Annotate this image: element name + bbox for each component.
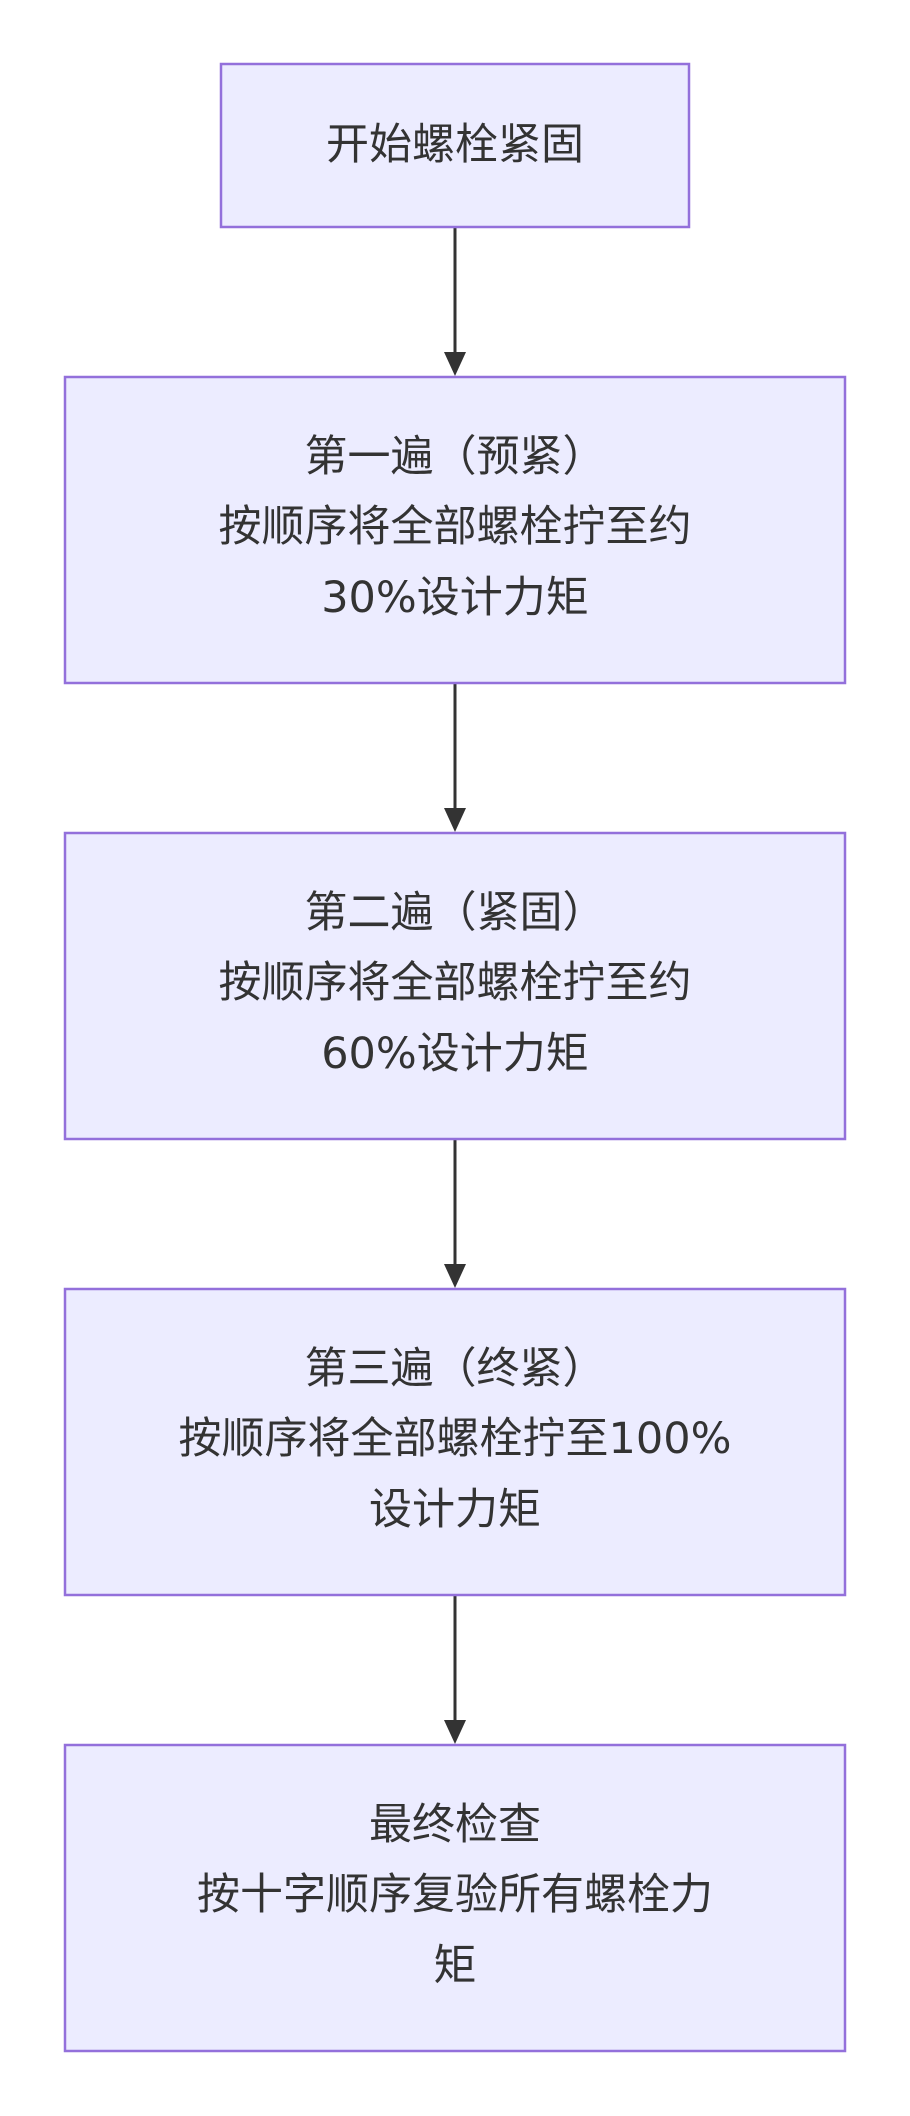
node-pass2-line-3: 60%设计力矩 xyxy=(321,1029,589,1079)
node-pass1: 第一遍（预紧） 按顺序将全部螺栓拧至约 30%设计力矩 xyxy=(63,375,847,685)
edge-pass3-to-final xyxy=(444,1595,466,1744)
node-pass3-line-1: 第三遍（终紧） xyxy=(305,1344,606,1394)
node-pass1-line-1: 第一遍（预紧） xyxy=(305,432,606,482)
node-pass2-line-2: 按顺序将全部螺栓拧至约 xyxy=(219,958,692,1008)
node-final-line-2: 按十字顺序复验所有螺栓力 xyxy=(197,1870,713,1920)
edge-start-to-pass1 xyxy=(444,227,466,376)
edge-pass1-to-pass2 xyxy=(444,683,466,832)
node-start: 开始螺栓紧固 xyxy=(219,62,691,229)
node-final-line-3: 矩 xyxy=(434,1941,477,1991)
node-final: 最终检查 按十字顺序复验所有螺栓力 矩 xyxy=(63,1743,847,2053)
edge-pass2-to-pass3 xyxy=(444,1139,466,1288)
node-pass1-line-3: 30%设计力矩 xyxy=(321,573,589,623)
node-pass1-line-2: 按顺序将全部螺栓拧至约 xyxy=(219,502,692,552)
node-pass2: 第二遍（紧固） 按顺序将全部螺栓拧至约 60%设计力矩 xyxy=(63,831,847,1141)
node-pass2-line-1: 第二遍（紧固） xyxy=(305,888,606,938)
node-final-line-1: 最终检查 xyxy=(369,1800,541,1850)
node-pass3-line-3: 设计力矩 xyxy=(369,1485,541,1535)
node-pass3-line-2: 按顺序将全部螺栓拧至100% xyxy=(179,1414,732,1464)
node-start-line-1: 开始螺栓紧固 xyxy=(326,120,584,170)
node-pass3: 第三遍（终紧） 按顺序将全部螺栓拧至100% 设计力矩 xyxy=(63,1287,847,1597)
